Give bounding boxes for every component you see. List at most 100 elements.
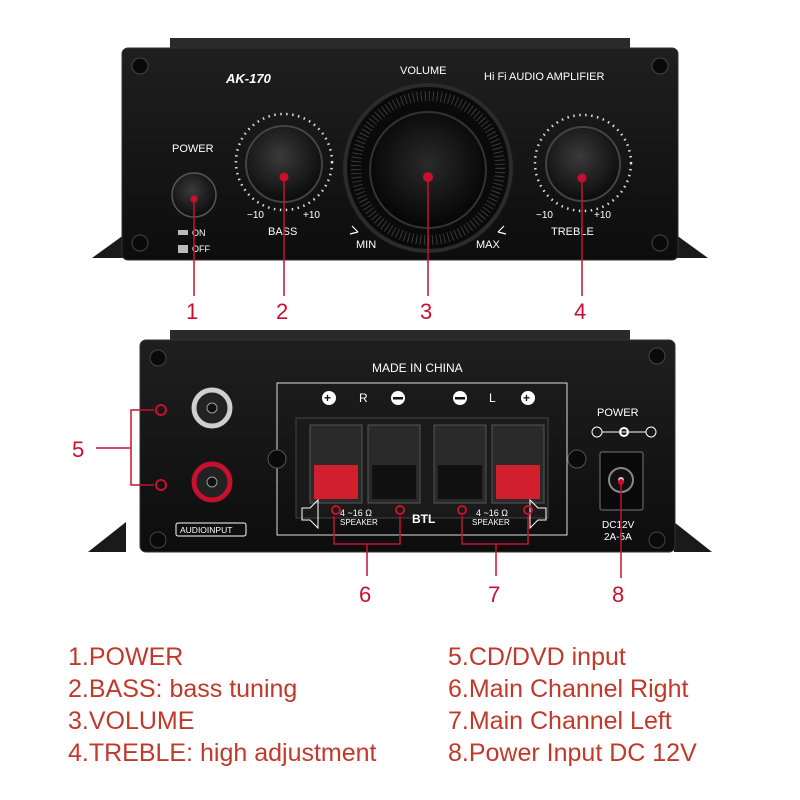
minus-right-glyph — [393, 397, 403, 400]
legend-left-column: 1.POWER 2.BASS: bass tuning 3.VOLUME 4.T… — [68, 641, 377, 769]
polarity-plus-icon — [645, 426, 657, 438]
front-screw-bl — [131, 234, 149, 252]
input-marker-bottom — [155, 479, 167, 491]
legend-item-treble: 4.TREBLE: high adjustment — [68, 739, 377, 767]
volume-min-arrow-icon — [349, 225, 359, 235]
front-panel: AK-170 Hi Fi AUDIO AMPLIFIER POWER ON OF… — [92, 38, 708, 324]
speaker-right-impedance: 4 ~16 Ω — [340, 508, 372, 518]
rear-screw-bl — [149, 531, 167, 549]
treble-knob[interactable] — [545, 126, 621, 202]
terminal-right-minus-clip[interactable] — [372, 465, 416, 499]
rear-chassis-top — [170, 330, 630, 340]
plus-left-icon — [521, 391, 535, 405]
front-screw-tr — [651, 57, 669, 75]
audio-input-group: AUDIOINPUT — [155, 387, 247, 537]
terminal-screw-right — [567, 449, 587, 469]
dc-power-group: POWER DC12V 2A-5A — [591, 407, 657, 543]
marker-right-plus — [331, 505, 341, 515]
marker-left-plus — [523, 505, 533, 515]
power-on-label: ON — [192, 228, 206, 238]
legend-item-cd-dvd-input: 5.CD/DVD input — [448, 643, 626, 671]
callout-1: 1 — [186, 299, 198, 324]
dc-spec-line1: DC12V — [602, 520, 635, 531]
rear-screw-tr — [648, 347, 666, 365]
speaker-right-icon — [529, 498, 547, 530]
volume-label: VOLUME — [400, 65, 446, 77]
minus-left-glyph — [455, 397, 465, 400]
treble-knob-group: −10 +10 TREBLE — [533, 113, 633, 238]
off-indicator-icon — [178, 245, 188, 253]
on-indicator-icon — [178, 230, 188, 235]
speaker-left-icon — [301, 498, 319, 530]
speaker-left-impedance: 4 ~16 Ω — [476, 508, 508, 518]
marker-right-minus — [395, 505, 405, 515]
plus-right-glyph: + — [324, 391, 331, 405]
channel-right-label: R — [359, 391, 368, 405]
volume-knob-group: VOLUME MIN MAX — [343, 65, 513, 253]
made-in-label: MADE IN CHINA — [372, 361, 463, 375]
channel-left-label: L — [489, 391, 496, 405]
treble-label: TREBLE — [551, 226, 594, 238]
rear-left-foot — [88, 522, 126, 552]
bass-label: BASS — [268, 226, 297, 238]
power-off-label: OFF — [192, 244, 210, 254]
front-chassis-top — [170, 38, 630, 48]
audio-input-label: AUDIOINPUT — [180, 525, 232, 535]
callout-5: 5 — [72, 437, 84, 462]
legend-item-main-channel-right: 6.Main Channel Right — [448, 675, 689, 703]
model-label: AK-170 — [225, 71, 272, 86]
rear-screw-br — [648, 531, 666, 549]
rear-screw-tl — [149, 349, 167, 367]
terminal-right-plus-clip[interactable] — [314, 465, 358, 499]
polarity-center-icon — [619, 427, 629, 437]
callout-7-bracket — [461, 516, 529, 576]
terminal-screw-left — [267, 449, 287, 469]
legend-item-power: 1.POWER — [68, 643, 184, 671]
callout-6-bracket — [333, 516, 401, 576]
rear-right-foot — [674, 522, 712, 552]
legend-item-volume: 3.VOLUME — [68, 707, 195, 735]
rca-white-center — [206, 402, 218, 414]
callout-8: 8 — [612, 582, 624, 607]
amplifier-title: Hi Fi AUDIO AMPLIFIER — [484, 71, 604, 83]
audio-input-badge — [175, 522, 247, 537]
volume-max-label: MAX — [476, 239, 501, 251]
power-label: POWER — [172, 143, 214, 155]
bass-max-label: +10 — [303, 210, 320, 221]
volume-max-arrow-icon — [497, 225, 507, 235]
plus-left-glyph: + — [523, 391, 530, 405]
callout-4: 4 — [574, 299, 586, 324]
speaker-right-label: SPEAKER — [340, 518, 378, 527]
terminal-left-plus-clip[interactable] — [496, 465, 540, 499]
dc-spec-line2: 2A-5A — [604, 532, 632, 543]
plus-right-icon — [322, 391, 336, 405]
marker-left-minus — [457, 505, 467, 515]
legend-item-bass: 2.BASS: bass tuning — [68, 675, 298, 703]
legend-item-power-input: 8.Power Input DC 12V — [448, 739, 697, 767]
speaker-terminal-block: + R L + 4 ~16 Ω SPEAKER BTL 4 ~16 Ω SPEA… — [267, 382, 587, 536]
speaker-left-label: SPEAKER — [472, 518, 510, 527]
front-left-foot — [92, 232, 128, 258]
front-screw-br — [651, 234, 669, 252]
treble-min-label: −10 — [536, 210, 553, 221]
callout-2: 2 — [276, 299, 288, 324]
input-marker-top — [155, 404, 167, 416]
callout-6: 6 — [359, 582, 371, 607]
legend-item-main-channel-left: 7.Main Channel Left — [448, 707, 672, 735]
terminal-left-minus-clip[interactable] — [438, 465, 482, 499]
rca-red-center — [206, 476, 218, 488]
front-right-foot — [672, 232, 708, 258]
btl-label: BTL — [412, 512, 435, 526]
dc-power-label: POWER — [597, 407, 639, 419]
rear-panel: MADE IN CHINA AUDIOINPUT 5 + R L — [72, 330, 712, 607]
bass-min-label: −10 — [247, 210, 264, 221]
volume-min-label: MIN — [356, 239, 376, 251]
callout-7: 7 — [488, 582, 500, 607]
bass-scale-dots — [234, 112, 334, 212]
treble-scale-dots — [533, 113, 633, 213]
legend-right-column: 5.CD/DVD input 6.Main Channel Right 7.Ma… — [448, 641, 697, 769]
callout-5-bracket — [96, 409, 154, 486]
callout-3: 3 — [420, 299, 432, 324]
front-screw-tl — [131, 57, 149, 75]
